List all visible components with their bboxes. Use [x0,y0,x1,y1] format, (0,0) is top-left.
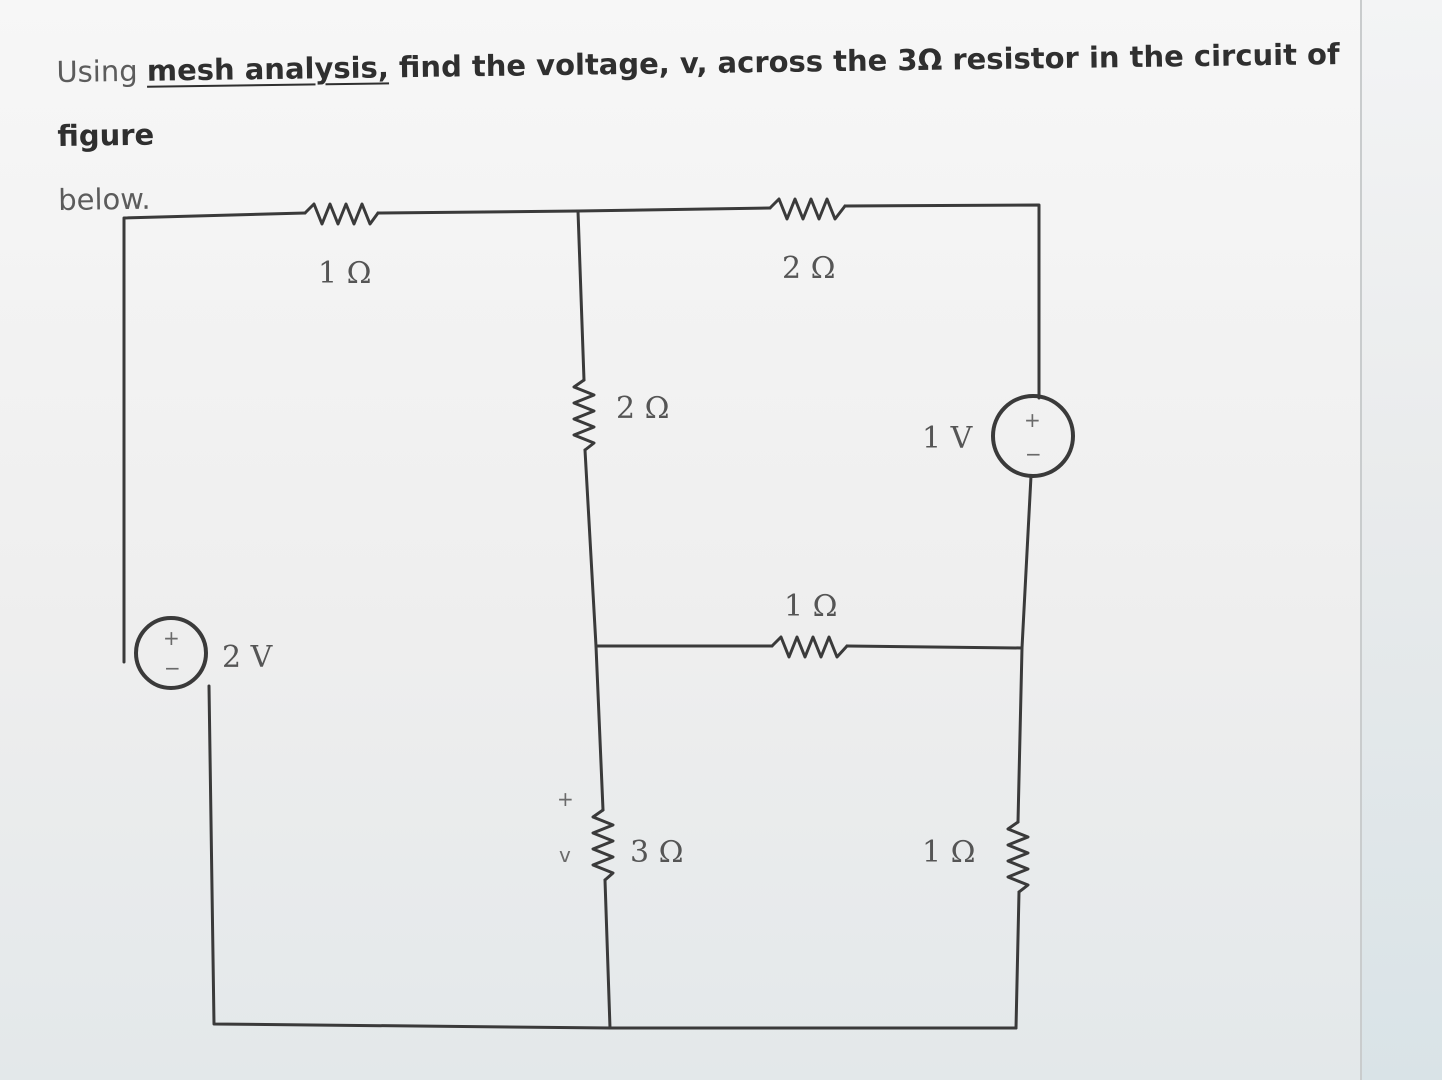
label-r-top-left: 1 Ω [318,256,372,291]
label-v-left: 2 V [222,640,274,675]
wire-bottom [207,684,1018,1030]
wire-mid-vertical-bottom [583,448,605,812]
resistor-mid-vertical-2ohm [572,378,596,452]
wire-top-middle-b [576,206,772,213]
source-right-plus: + [1024,408,1041,432]
resistor-right-bottom-1ohm [1006,820,1030,894]
wire-mid-vertical-top [576,209,586,382]
source-right-minus: − [1025,442,1042,466]
v-node-plus: + [557,787,574,811]
label-r-mid-vertical: 2 Ω [616,391,670,426]
wire-bottom-vertical [603,878,612,1030]
source-left-minus: − [164,656,181,680]
source-left-plus: + [163,626,180,650]
circuit-wires [122,197,1041,1030]
label-r-bottom-vertical: 3 Ω [630,835,684,870]
source-right-circle [991,394,1075,478]
wire-right-lower [1014,890,1021,1030]
label-v-right: 1 V [922,421,974,456]
label-r-mid-horizontal: 1 Ω [784,589,838,624]
resistor-top-right-2ohm [768,197,847,221]
source-left-circle [134,616,208,690]
resistor-top-left-1ohm [303,202,380,226]
wire-right-upper [1016,474,1033,824]
resistor-bottom-vertical-3ohm [591,808,615,882]
wire-top-right [843,203,1041,400]
label-r-top-right: 2 Ω [782,251,836,286]
wire-top-middle-a [376,209,580,215]
wire-mid-horizontal-b [845,644,1024,650]
v-node-label: v [559,843,571,867]
question-panel: Using mesh analysis, find the voltage, v… [0,0,1362,1080]
voltage-source-left: + − [134,616,208,690]
wire-top-left [122,211,307,660]
resistor-mid-horizontal-1ohm [770,635,849,659]
label-r-right-bottom: 1 Ω [922,835,976,870]
voltage-source-right: + − [991,394,1075,478]
